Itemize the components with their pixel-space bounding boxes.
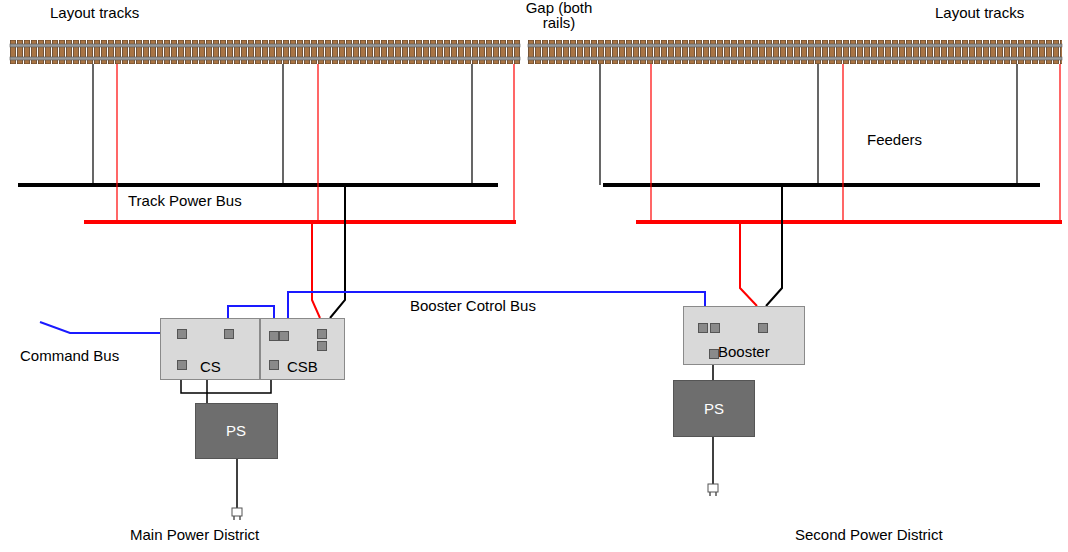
box-label: PS (704, 400, 724, 418)
red-drop (312, 222, 320, 318)
power-supply-box: PS (673, 380, 755, 437)
power-cord (712, 437, 714, 484)
terminal (710, 323, 720, 333)
connector (712, 365, 714, 380)
terminal (317, 341, 327, 351)
power-cord (236, 459, 238, 508)
connector-label: Booster Cotrol Bus (408, 297, 538, 315)
command-station-box: CS (160, 318, 260, 380)
terminal (224, 329, 234, 339)
terminal (269, 331, 279, 341)
station-booster-box: CSB (260, 318, 345, 380)
feeders (93, 64, 1060, 222)
red-bus (84, 220, 516, 224)
terminal (317, 329, 327, 339)
track-left (10, 40, 520, 64)
gap-label: Gap (both rails) (513, 0, 605, 30)
terminal (279, 331, 289, 341)
track-label: Layout tracks (935, 4, 1024, 22)
plug (708, 484, 718, 496)
red-bus (636, 220, 1062, 224)
black-bus (603, 183, 1040, 187)
terminal (758, 323, 768, 333)
terminal (177, 329, 187, 339)
feeders-label: Feeders (867, 131, 922, 149)
box-label: CSB (287, 358, 318, 376)
box-label: Booster (718, 343, 770, 361)
district-label: Main Power District (130, 526, 259, 544)
terminal (269, 360, 279, 370)
red-drop (740, 222, 757, 306)
bus-label: Command Bus (20, 347, 119, 365)
box-label: CS (200, 358, 221, 376)
terminal (709, 349, 719, 359)
terminal (177, 360, 187, 370)
black-drop (766, 185, 782, 306)
track-right (528, 40, 1062, 64)
connector (181, 380, 271, 393)
track-label: Layout tracks (50, 4, 139, 22)
booster-box: Booster (683, 306, 805, 365)
connector (228, 306, 274, 318)
command-bus-wire (40, 322, 160, 333)
terminal (698, 323, 708, 333)
connector (288, 292, 705, 318)
black-bus (18, 183, 498, 187)
power-supply-box: PS (195, 403, 278, 459)
connector (206, 380, 208, 403)
box-label: PS (226, 422, 246, 440)
plug (232, 508, 242, 520)
bus-label: Track Power Bus (128, 192, 242, 210)
district-label: Second Power District (795, 526, 943, 544)
black-drop (330, 185, 345, 318)
